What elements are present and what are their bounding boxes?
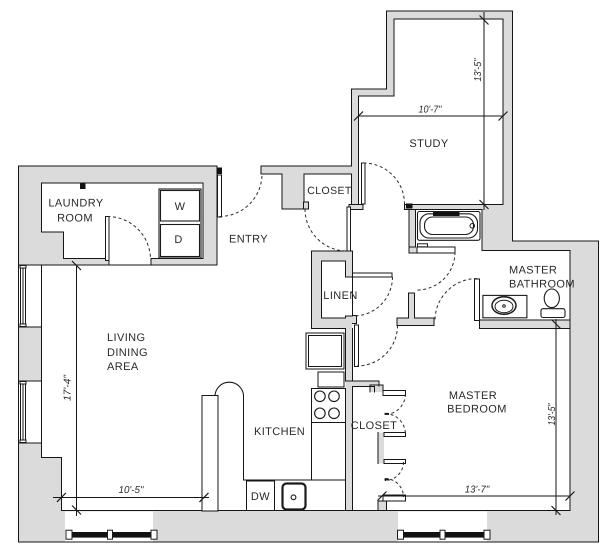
svg-text:BATHROOM: BATHROOM [509,279,575,291]
svg-text:13'-7": 13'-7" [465,485,490,496]
svg-text:MASTER: MASTER [449,390,497,402]
svg-text:AREA: AREA [107,361,139,373]
svg-text:ROOM: ROOM [57,213,93,225]
svg-text:13'-5": 13'-5" [473,58,484,81]
svg-text:ENTRY: ENTRY [229,234,268,246]
svg-text:CLOSET: CLOSET [351,420,397,432]
svg-text:CLOSET: CLOSET [307,185,352,197]
svg-text:DW: DW [251,491,270,503]
svg-text:LIVING: LIVING [107,332,145,344]
svg-text:MASTER: MASTER [509,265,557,277]
svg-text:KITCHEN: KITCHEN [254,426,305,438]
svg-text:W: W [175,201,186,213]
svg-text:LAUNDRY: LAUNDRY [48,198,103,210]
svg-text:BEDROOM: BEDROOM [447,404,507,416]
svg-text:STUDY: STUDY [409,138,449,150]
svg-text:DINING: DINING [107,347,148,359]
svg-text:LINEN: LINEN [323,290,357,302]
svg-text:17'-4": 17'-4" [63,375,74,401]
svg-text:10'-7": 10'-7" [419,105,442,116]
svg-text:10'-5": 10'-5" [119,485,144,496]
svg-text:D: D [174,234,182,246]
svg-text:13'-5": 13'-5" [547,403,558,425]
